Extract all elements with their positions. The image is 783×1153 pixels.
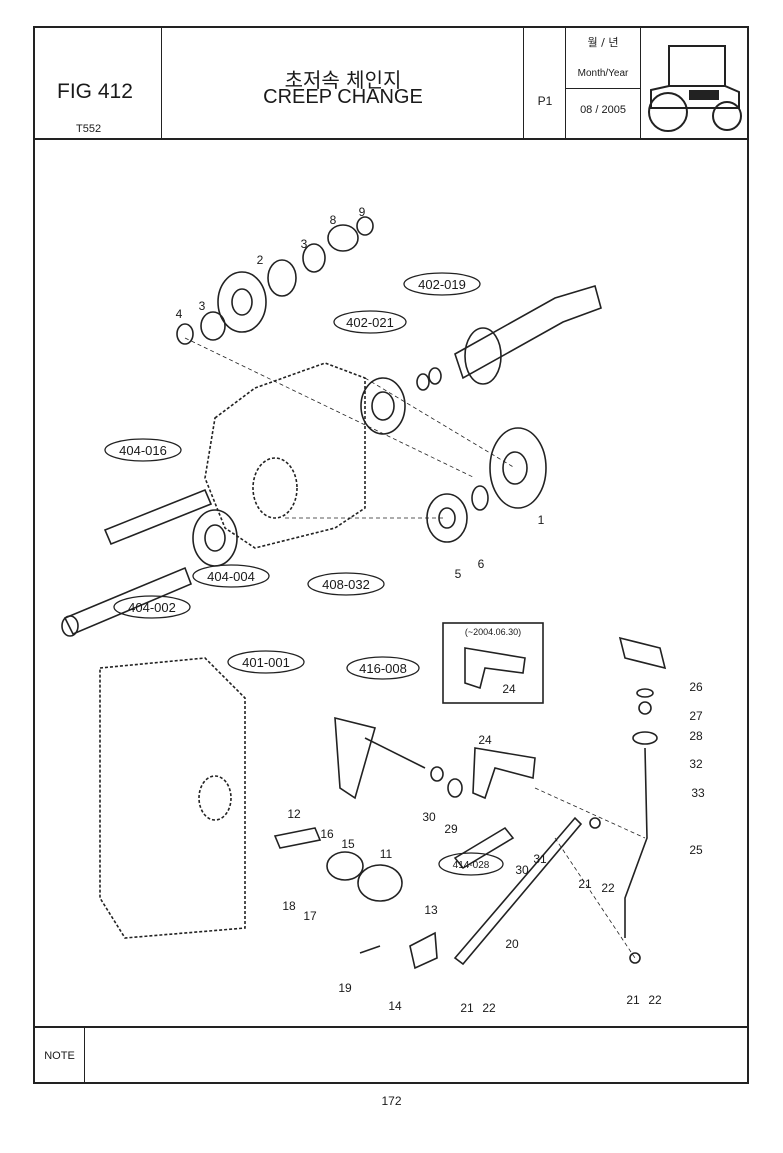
bom-label: 414-028 <box>453 860 490 871</box>
callout: 28 <box>689 729 703 743</box>
revision-date: 08 / 2005 <box>580 104 626 116</box>
tractor-icon <box>648 45 742 132</box>
callout: 22 <box>601 881 615 895</box>
callout: 31 <box>533 852 547 866</box>
callout: 21 <box>460 1001 474 1015</box>
callout: 11 <box>380 847 393 861</box>
callout: 22 <box>648 993 662 1007</box>
callout: 9 <box>359 205 366 219</box>
bom-label: 402-019 <box>418 277 466 292</box>
page-number: 172 <box>381 1094 402 1108</box>
callout: 2 <box>257 253 264 267</box>
bom-label: 408-032 <box>322 577 370 592</box>
callout: 33 <box>691 786 705 800</box>
sheet-frame: FIG 412 T552 초저속 체인지 CREEP CHANGE P1 월 /… <box>33 26 749 1084</box>
callout: 13 <box>424 903 438 917</box>
title-english: CREEP CHANGE <box>263 86 423 108</box>
bom-label: 404-004 <box>207 569 255 584</box>
month-year-korean: 월 / 년 <box>587 36 619 49</box>
callout: 24 <box>478 733 492 747</box>
callout: 24 <box>502 682 516 696</box>
parts-diagram: 402-019 402-021 404-016 404-004 404-002 … <box>61 205 705 1015</box>
callout: 15 <box>341 837 355 851</box>
bom-label: 402-021 <box>346 315 394 330</box>
callout: 3 <box>301 237 308 251</box>
bom-label: 416-008 <box>359 661 407 676</box>
bom-label: 401-001 <box>242 655 290 670</box>
title-block: FIG 412 T552 초저속 체인지 CREEP CHANGE P1 월 /… <box>35 28 747 140</box>
note-area: NOTE <box>35 1026 747 1084</box>
callout: 1 <box>538 513 545 527</box>
figure-number: FIG 412 <box>57 80 133 103</box>
callout: 22 <box>482 1001 496 1015</box>
callout: 5 <box>455 567 462 581</box>
callout: 4 <box>176 307 183 321</box>
callout: 12 <box>287 807 301 821</box>
callout: 6 <box>478 557 485 571</box>
callout: 16 <box>320 827 334 841</box>
callout: 19 <box>338 981 352 995</box>
month-year-cell: 월 / 년 Month/Year 08 / 2005 <box>566 28 641 138</box>
callout: 26 <box>689 680 703 694</box>
bom-label: 404-016 <box>119 443 167 458</box>
divider <box>566 88 640 89</box>
callout: 17 <box>303 909 317 923</box>
exploded-parts-drawing: 402-019 402-021 404-016 404-004 404-002 … <box>35 138 747 1026</box>
gear-2 <box>217 271 267 333</box>
callout: 3 <box>199 299 206 313</box>
title-cell: 초저속 체인지 CREEP CHANGE <box>162 28 524 138</box>
callout: 29 <box>444 822 458 836</box>
callout: 21 <box>626 993 640 1007</box>
page-code: P1 <box>537 94 553 108</box>
figure-cell: FIG 412 T552 <box>35 28 162 138</box>
model-code: T552 <box>76 123 102 135</box>
callout: 8 <box>330 213 337 227</box>
callout: 30 <box>422 810 436 824</box>
note-label: NOTE <box>35 1028 85 1084</box>
callout: 18 <box>282 899 296 913</box>
callout: 21 <box>578 877 592 891</box>
title-korean: 초저속 체인지 <box>284 68 402 92</box>
callout: 20 <box>505 937 519 951</box>
callout: 32 <box>689 757 703 771</box>
bom-label: 404-002 <box>128 600 176 615</box>
month-year-label: Month/Year <box>577 68 629 79</box>
callout: 14 <box>388 999 402 1013</box>
inset-date: (~2004.06.30) <box>465 627 521 637</box>
callout: 25 <box>689 843 703 857</box>
callout: 27 <box>689 709 703 723</box>
callout: 30 <box>515 863 529 877</box>
tractor-cell <box>641 28 747 138</box>
page-code-cell: P1 <box>524 28 566 138</box>
